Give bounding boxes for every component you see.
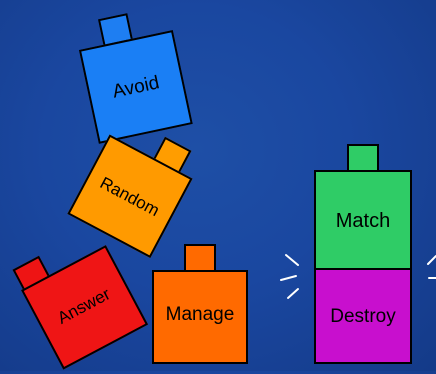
impact-line-left-3 [288,289,298,298]
impact-line-right-1 [428,256,436,264]
impact-line-left-2 [281,276,296,280]
impact-line-left-1 [286,255,298,265]
